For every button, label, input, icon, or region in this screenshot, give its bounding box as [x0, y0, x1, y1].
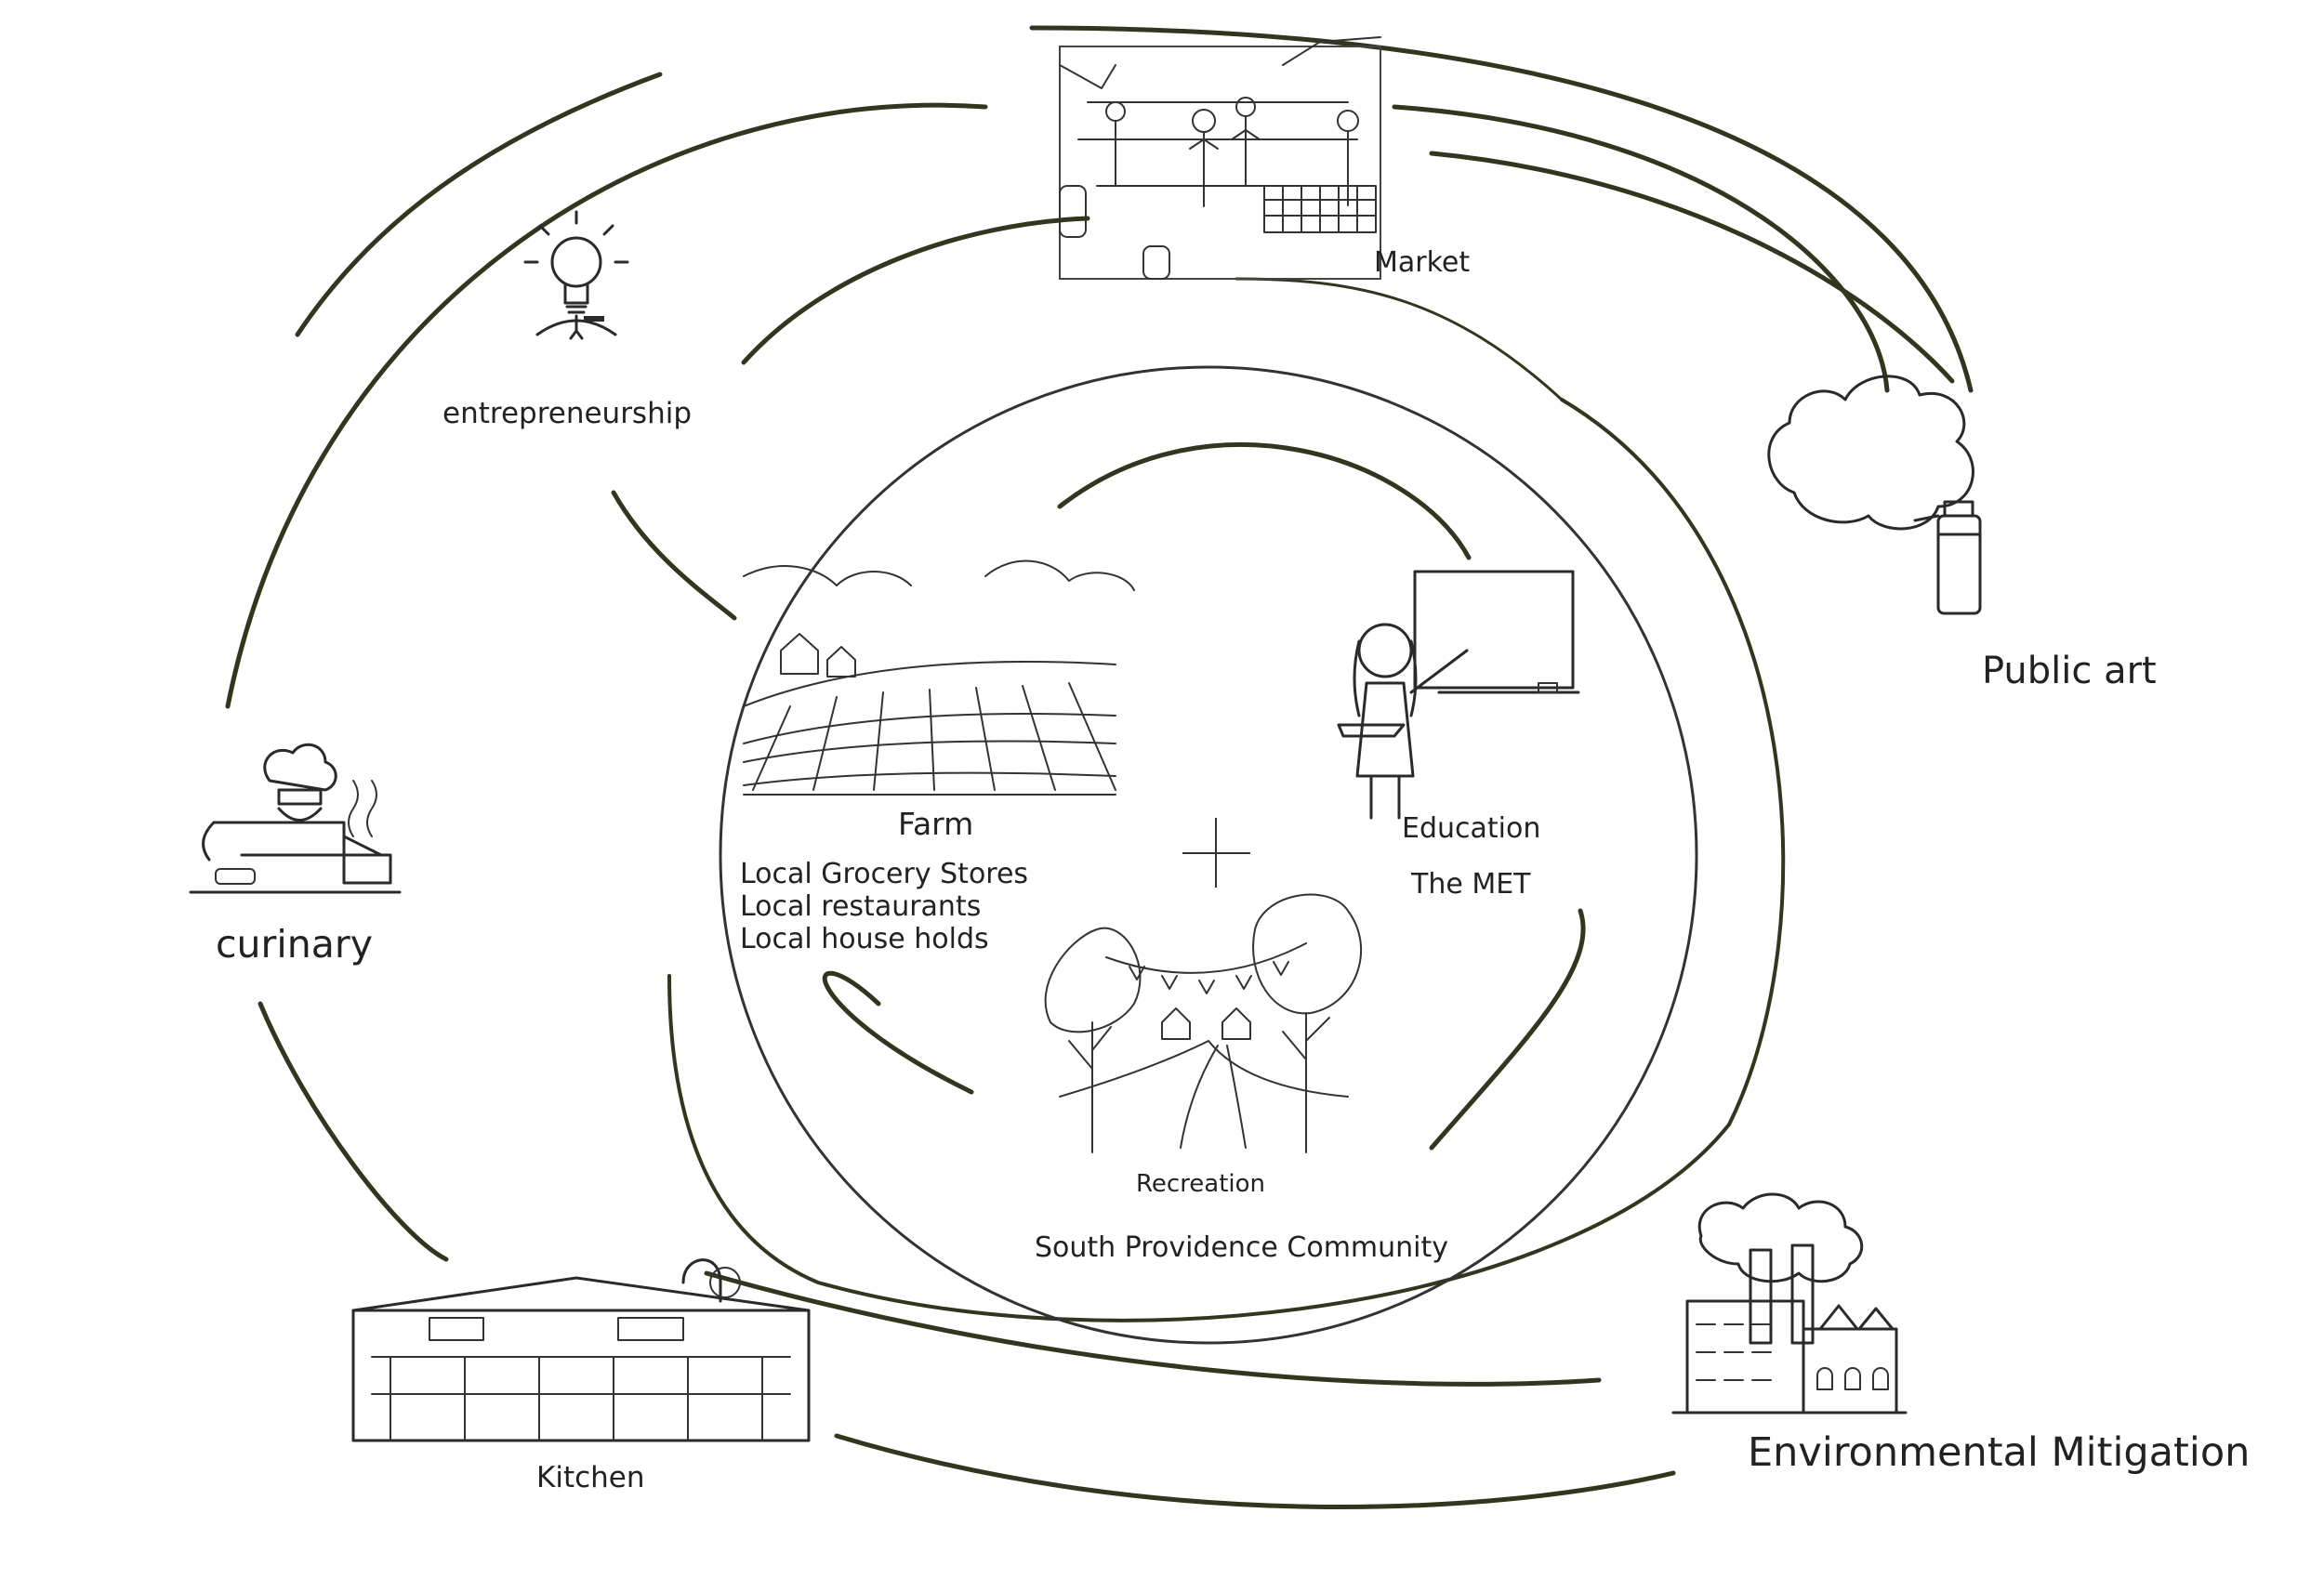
outer-swirl-lines — [225, 25, 1974, 1509]
chef-icon — [189, 743, 402, 894]
public-art-label: Public art — [1982, 650, 2157, 692]
market-icon — [1059, 36, 1381, 280]
farm-icon — [743, 559, 1135, 796]
farm-detail-3: Local house holds — [740, 923, 989, 955]
teacher-icon — [1337, 570, 1580, 820]
market-label: Market — [1374, 246, 1470, 279]
community-ring — [719, 365, 1698, 1345]
recreation-detail: South Providence Community — [1035, 1231, 1448, 1264]
lightbulb-person-icon — [523, 210, 629, 340]
education-detail: The MET — [1410, 868, 1531, 901]
spray-can-icon — [1767, 375, 1982, 615]
farm-label: Farm — [898, 806, 973, 842]
recreation-icon — [1044, 893, 1363, 1153]
education-label: Education — [1402, 812, 1540, 845]
center-crosshair — [1182, 818, 1250, 888]
kitchen-building-icon — [351, 1258, 811, 1442]
entrepreneurship-label: entrepreneurship — [442, 397, 692, 430]
culinary-label: curinary — [216, 922, 373, 967]
environmental-label: Environmental Mitigation — [1748, 1429, 2250, 1476]
kitchen-label: Kitchen — [536, 1461, 645, 1494]
factory-icon — [1671, 1192, 1908, 1414]
recreation-label: Recreation — [1136, 1170, 1265, 1198]
farm-detail-2: Local restaurants — [740, 890, 981, 923]
farm-detail-1: Local Grocery Stores — [740, 858, 1028, 890]
